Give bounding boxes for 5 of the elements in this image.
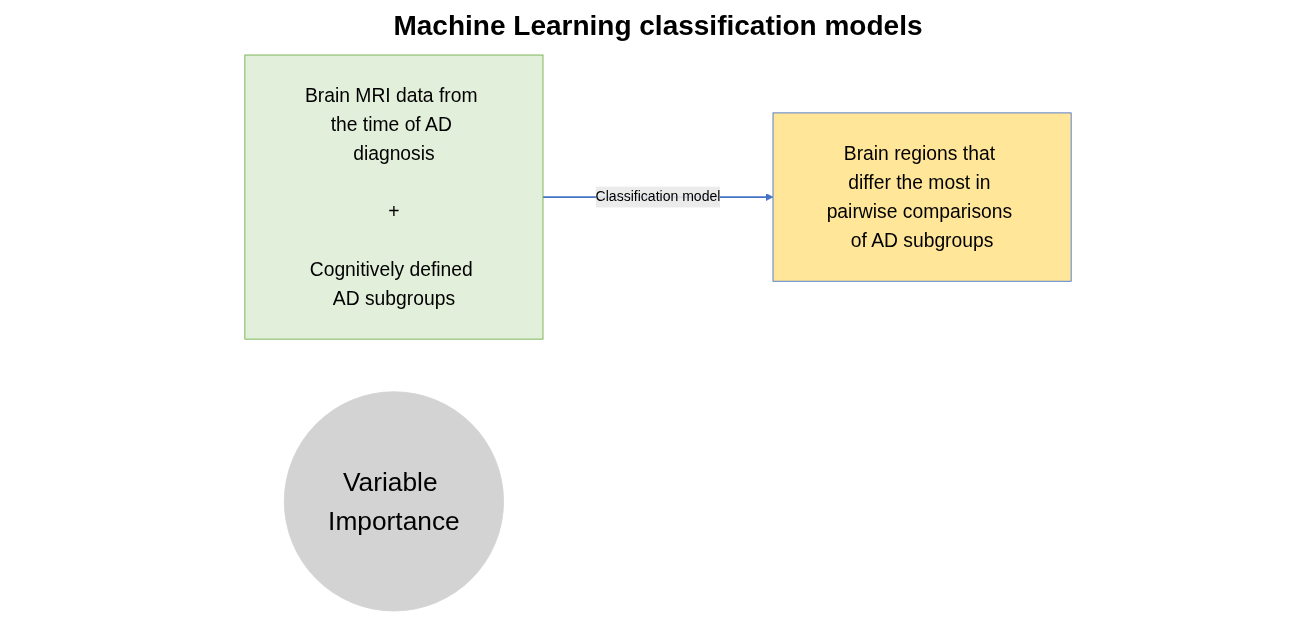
edge-label: Classification model [595, 189, 721, 205]
node-box: Brain MRI data from the time of AD diagnosis + Cognitively defined AD subgroups [244, 54, 544, 340]
node-circle: Variable Importance [283, 391, 504, 612]
node-box: Brain regions that differ the most in pairwise comparisons of AD subgroups [772, 112, 1072, 282]
diagram-title: Machine Learning classification models [392, 10, 924, 42]
